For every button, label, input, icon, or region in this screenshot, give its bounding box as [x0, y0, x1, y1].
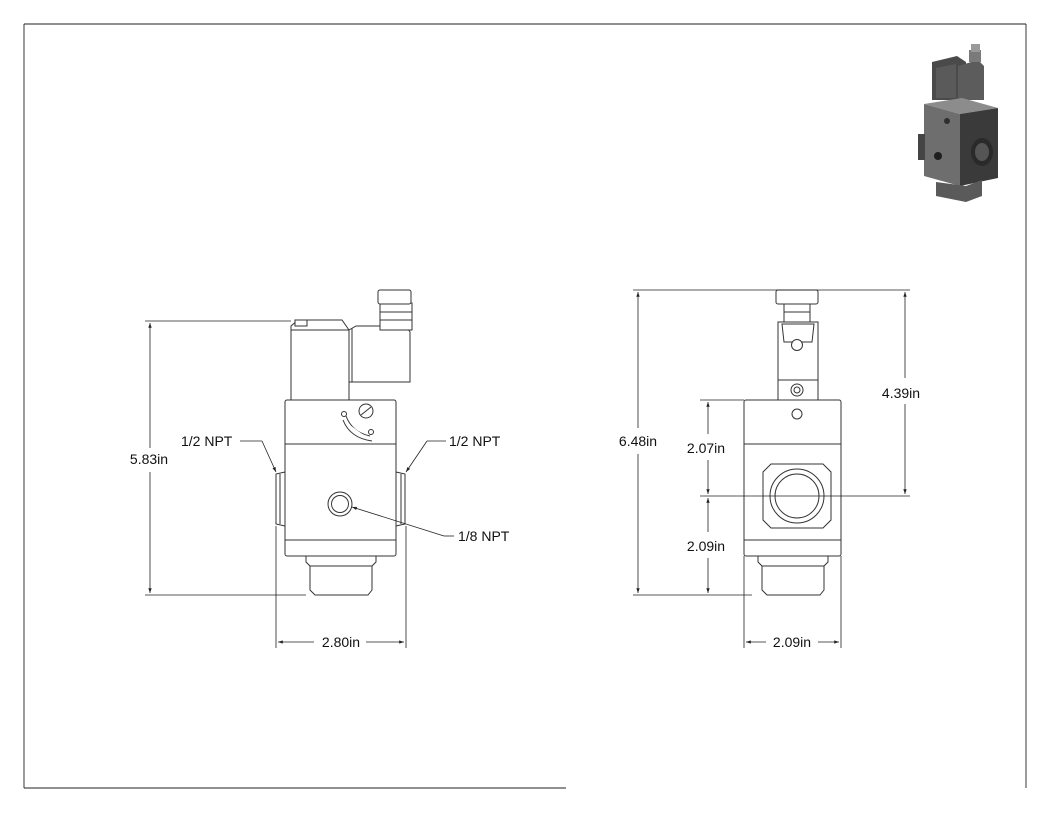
front-top-to-port-label: 4.39in: [882, 385, 920, 401]
front-lower-label: 2.09in: [687, 538, 725, 554]
port-right-label: 1/2 NPT: [449, 433, 501, 449]
side-width-dimension: [275, 526, 407, 648]
front-overall-height-label: 6.48in: [619, 433, 657, 449]
port-right-leader: [405, 440, 446, 473]
front-width-label: 2.09in: [773, 634, 811, 650]
gauge-port-leader: [351, 506, 454, 537]
side-coil-housing: [290, 319, 350, 401]
sheet-border: [23, 23, 1027, 789]
side-cable-gland: [379, 302, 413, 331]
front-width-dimension: [743, 556, 842, 648]
side-view: [275, 289, 413, 596]
front-bottom-stem: [757, 555, 829, 596]
front-overall-height-dimension: [633, 289, 910, 596]
gauge-port-label: 1/8 NPT: [458, 528, 510, 544]
valve-isometric-icon: [918, 44, 998, 202]
front-view: [743, 289, 842, 596]
side-height-dimension: [145, 320, 306, 596]
side-bottom-stem: [305, 555, 377, 596]
port-left-leader: [240, 440, 277, 473]
front-cable-gland: [775, 289, 819, 305]
side-valve-body: [284, 399, 397, 557]
front-upper-dimension: [700, 399, 744, 494]
front-upper-label: 2.07in: [687, 440, 725, 456]
side-connector-box: [348, 325, 411, 383]
port-left-label: 1/2 NPT: [181, 433, 233, 449]
side-width-label: 2.80in: [322, 634, 360, 650]
side-height-label: 5.83in: [130, 451, 168, 467]
front-top-to-port-dimension: [700, 292, 910, 497]
